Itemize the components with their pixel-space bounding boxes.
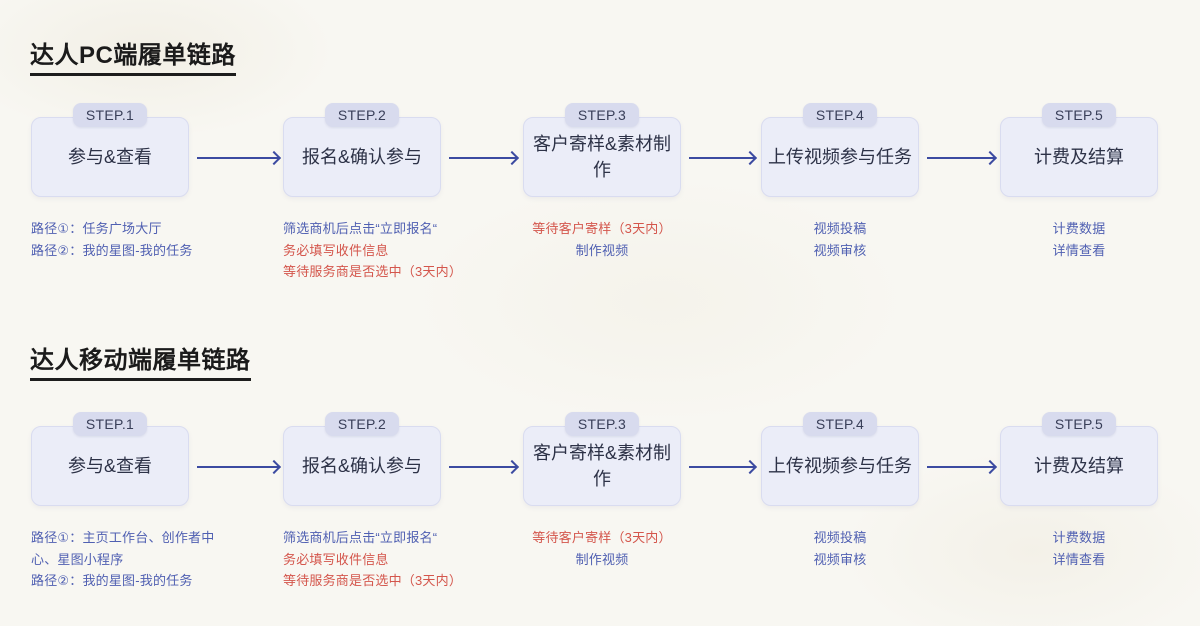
pc-step-4-tag: STEP.4 — [802, 103, 878, 127]
pc-arrow-4-icon — [927, 157, 995, 159]
pc-step-4-label: 上传视频参与任务 — [768, 147, 912, 167]
note-line: 计费数据 — [1052, 530, 1106, 545]
mobile-arrow-4-icon — [927, 466, 995, 468]
mobile-step-4-notes: 视频投稿 视频审核 — [814, 527, 867, 570]
pc-step-3-label: 客户寄样&素材制作 — [532, 134, 671, 180]
mobile-step-5-label: 计费及结算 — [1034, 456, 1124, 476]
mobile-step-4-box: 上传视频参与任务 — [761, 426, 919, 506]
note-line: 详情查看 — [1052, 242, 1106, 258]
pc-step-4: STEP.4 上传视频参与任务 — [761, 103, 919, 197]
note-line: 等待客户寄样（3天内） — [532, 530, 672, 545]
pc-step-3-notes: 等待客户寄样（3天内） 制作视频 — [532, 218, 671, 261]
note-line: 务必填写收件信息 — [283, 551, 389, 567]
mobile-step-1: STEP.1 参与&查看 — [31, 412, 189, 506]
mobile-step-4: STEP.4 上传视频参与任务 — [761, 412, 919, 506]
note-line: 视频审核 — [813, 242, 867, 258]
note-line: 制作视频 — [575, 242, 629, 258]
mobile-step-2-label: 报名&确认参与 — [301, 456, 422, 476]
pc-step-3-box: 客户寄样&素材制作 — [523, 117, 681, 197]
note-line: 路径②：我的星图-我的任务 — [31, 573, 193, 588]
note-line: 视频投稿 — [813, 530, 867, 545]
pc-arrow-3-icon — [689, 157, 755, 159]
note-line: 路径①：主页工作台、创作者中心、星图小程序 — [31, 530, 215, 567]
pc-step-5-label: 计费及结算 — [1034, 147, 1124, 167]
note-line: 等待服务商是否选中（3天内） — [283, 573, 463, 588]
note-line: 筛选商机后点击“立即报名“ — [283, 530, 438, 545]
pc-step-1-label: 参与&查看 — [67, 147, 152, 167]
mobile-step-5-notes: 计费数据 详情查看 — [1053, 527, 1106, 570]
mobile-step-5-tag: STEP.5 — [1041, 412, 1117, 436]
mobile-step-2-box: 报名&确认参与 — [283, 426, 441, 506]
note-line: 等待客户寄样（3天内） — [532, 221, 672, 236]
note-line: 务必填写收件信息 — [283, 242, 389, 258]
mobile-step-4-label: 上传视频参与任务 — [768, 456, 912, 476]
pc-arrow-1-icon — [197, 157, 279, 159]
mobile-arrow-3-icon — [689, 466, 755, 468]
pc-step-2-tag: STEP.2 — [324, 103, 400, 127]
note-line: 详情查看 — [1052, 551, 1106, 567]
mobile-step-2-notes: 筛选商机后点击“立即报名“ 务必填写收件信息 等待服务商是否选中（3天内） — [283, 527, 462, 592]
note-line: 视频投稿 — [813, 221, 867, 236]
pc-step-2-box: 报名&确认参与 — [283, 117, 441, 197]
pc-section-title: 达人PC端履单链路 — [30, 35, 236, 76]
note-line: 制作视频 — [575, 551, 629, 567]
mobile-step-1-box: 参与&查看 — [31, 426, 189, 506]
mobile-step-2-tag: STEP.2 — [324, 412, 400, 436]
mobile-arrow-2-icon — [449, 466, 517, 468]
mobile-step-3-tag: STEP.3 — [564, 412, 640, 436]
pc-step-4-notes: 视频投稿 视频审核 — [814, 218, 867, 261]
pc-step-1-tag: STEP.1 — [72, 103, 148, 127]
pc-step-5: STEP.5 计费及结算 — [1000, 103, 1158, 197]
mobile-step-2: STEP.2 报名&确认参与 — [283, 412, 441, 506]
pc-step-2-notes: 筛选商机后点击“立即报名“ 务必填写收件信息 等待服务商是否选中（3天内） — [283, 218, 462, 283]
mobile-step-1-label: 参与&查看 — [67, 456, 152, 476]
mobile-step-3-label: 客户寄样&素材制作 — [532, 443, 671, 489]
pc-step-1-notes: 路径①：任务广场大厅 路径②：我的星图-我的任务 — [31, 218, 193, 261]
pc-step-3: STEP.3 客户寄样&素材制作 — [523, 103, 681, 197]
pc-step-1-box: 参与&查看 — [31, 117, 189, 197]
pc-step-5-tag: STEP.5 — [1041, 103, 1117, 127]
mobile-step-5-box: 计费及结算 — [1000, 426, 1158, 506]
note-line: 路径②：我的星图-我的任务 — [31, 242, 193, 258]
pc-step-4-box: 上传视频参与任务 — [761, 117, 919, 197]
note-line: 等待服务商是否选中（3天内） — [283, 264, 463, 279]
pc-arrow-2-icon — [449, 157, 517, 159]
pc-step-5-notes: 计费数据 详情查看 — [1053, 218, 1106, 261]
mobile-section-title: 达人移动端履单链路 — [30, 340, 251, 381]
mobile-step-3: STEP.3 客户寄样&素材制作 — [523, 412, 681, 506]
mobile-step-1-tag: STEP.1 — [72, 412, 148, 436]
pc-step-5-box: 计费及结算 — [1000, 117, 1158, 197]
pc-step-2: STEP.2 报名&确认参与 — [283, 103, 441, 197]
mobile-step-3-notes: 等待客户寄样（3天内） 制作视频 — [532, 527, 671, 570]
pc-step-3-tag: STEP.3 — [564, 103, 640, 127]
note-line: 计费数据 — [1052, 221, 1106, 236]
mobile-step-3-box: 客户寄样&素材制作 — [523, 426, 681, 506]
note-line: 路径①：任务广场大厅 — [31, 221, 162, 236]
note-line: 筛选商机后点击“立即报名“ — [283, 221, 438, 236]
mobile-step-1-notes: 路径①：主页工作台、创作者中心、星图小程序 路径②：我的星图-我的任务 — [31, 527, 223, 592]
note-line: 视频审核 — [813, 551, 867, 567]
mobile-arrow-1-icon — [197, 466, 279, 468]
mobile-step-4-tag: STEP.4 — [802, 412, 878, 436]
mobile-step-5: STEP.5 计费及结算 — [1000, 412, 1158, 506]
pc-step-2-label: 报名&确认参与 — [301, 147, 422, 167]
pc-step-1: STEP.1 参与&查看 — [31, 103, 189, 197]
